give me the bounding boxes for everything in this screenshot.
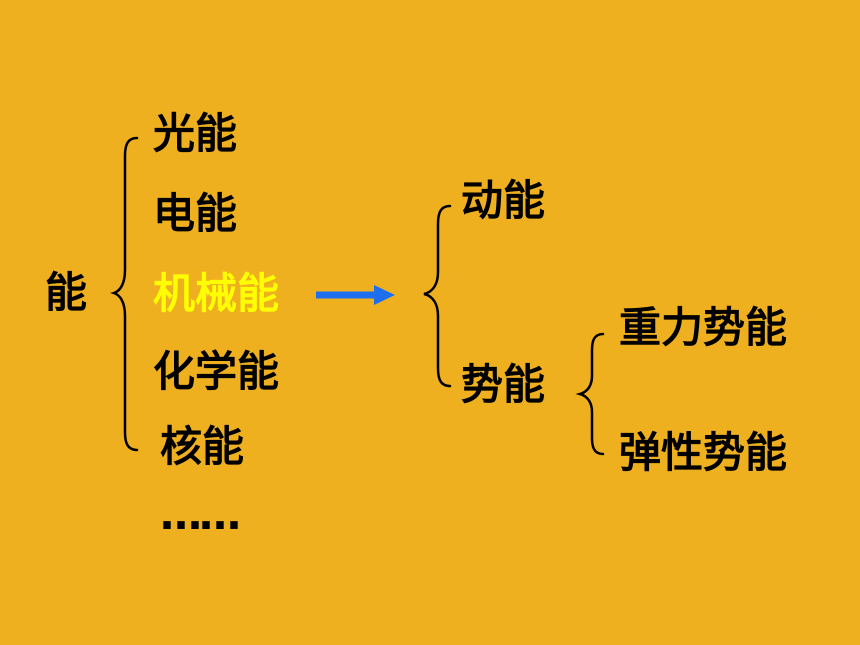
potential-energy-label: 势能 bbox=[461, 360, 546, 409]
gravitational-potential-label: 重力势能 bbox=[619, 303, 788, 352]
form-ellipsis: …… bbox=[160, 490, 241, 539]
form-mechanical-energy: 机械能 bbox=[153, 269, 280, 318]
mechanical-brace bbox=[423, 204, 452, 388]
kinetic-energy-label: 动能 bbox=[461, 176, 546, 225]
form-nuclear-energy: 核能 bbox=[160, 422, 245, 471]
potential-brace bbox=[575, 332, 605, 456]
elastic-potential-label: 弹性势能 bbox=[619, 428, 788, 477]
arrow-icon bbox=[316, 285, 395, 305]
root-label: 能 bbox=[45, 268, 88, 317]
form-light-energy: 光能 bbox=[153, 109, 238, 158]
forms-brace bbox=[110, 136, 139, 452]
form-electric-energy: 电能 bbox=[153, 189, 238, 238]
form-chemical-energy: 化学能 bbox=[153, 347, 280, 396]
